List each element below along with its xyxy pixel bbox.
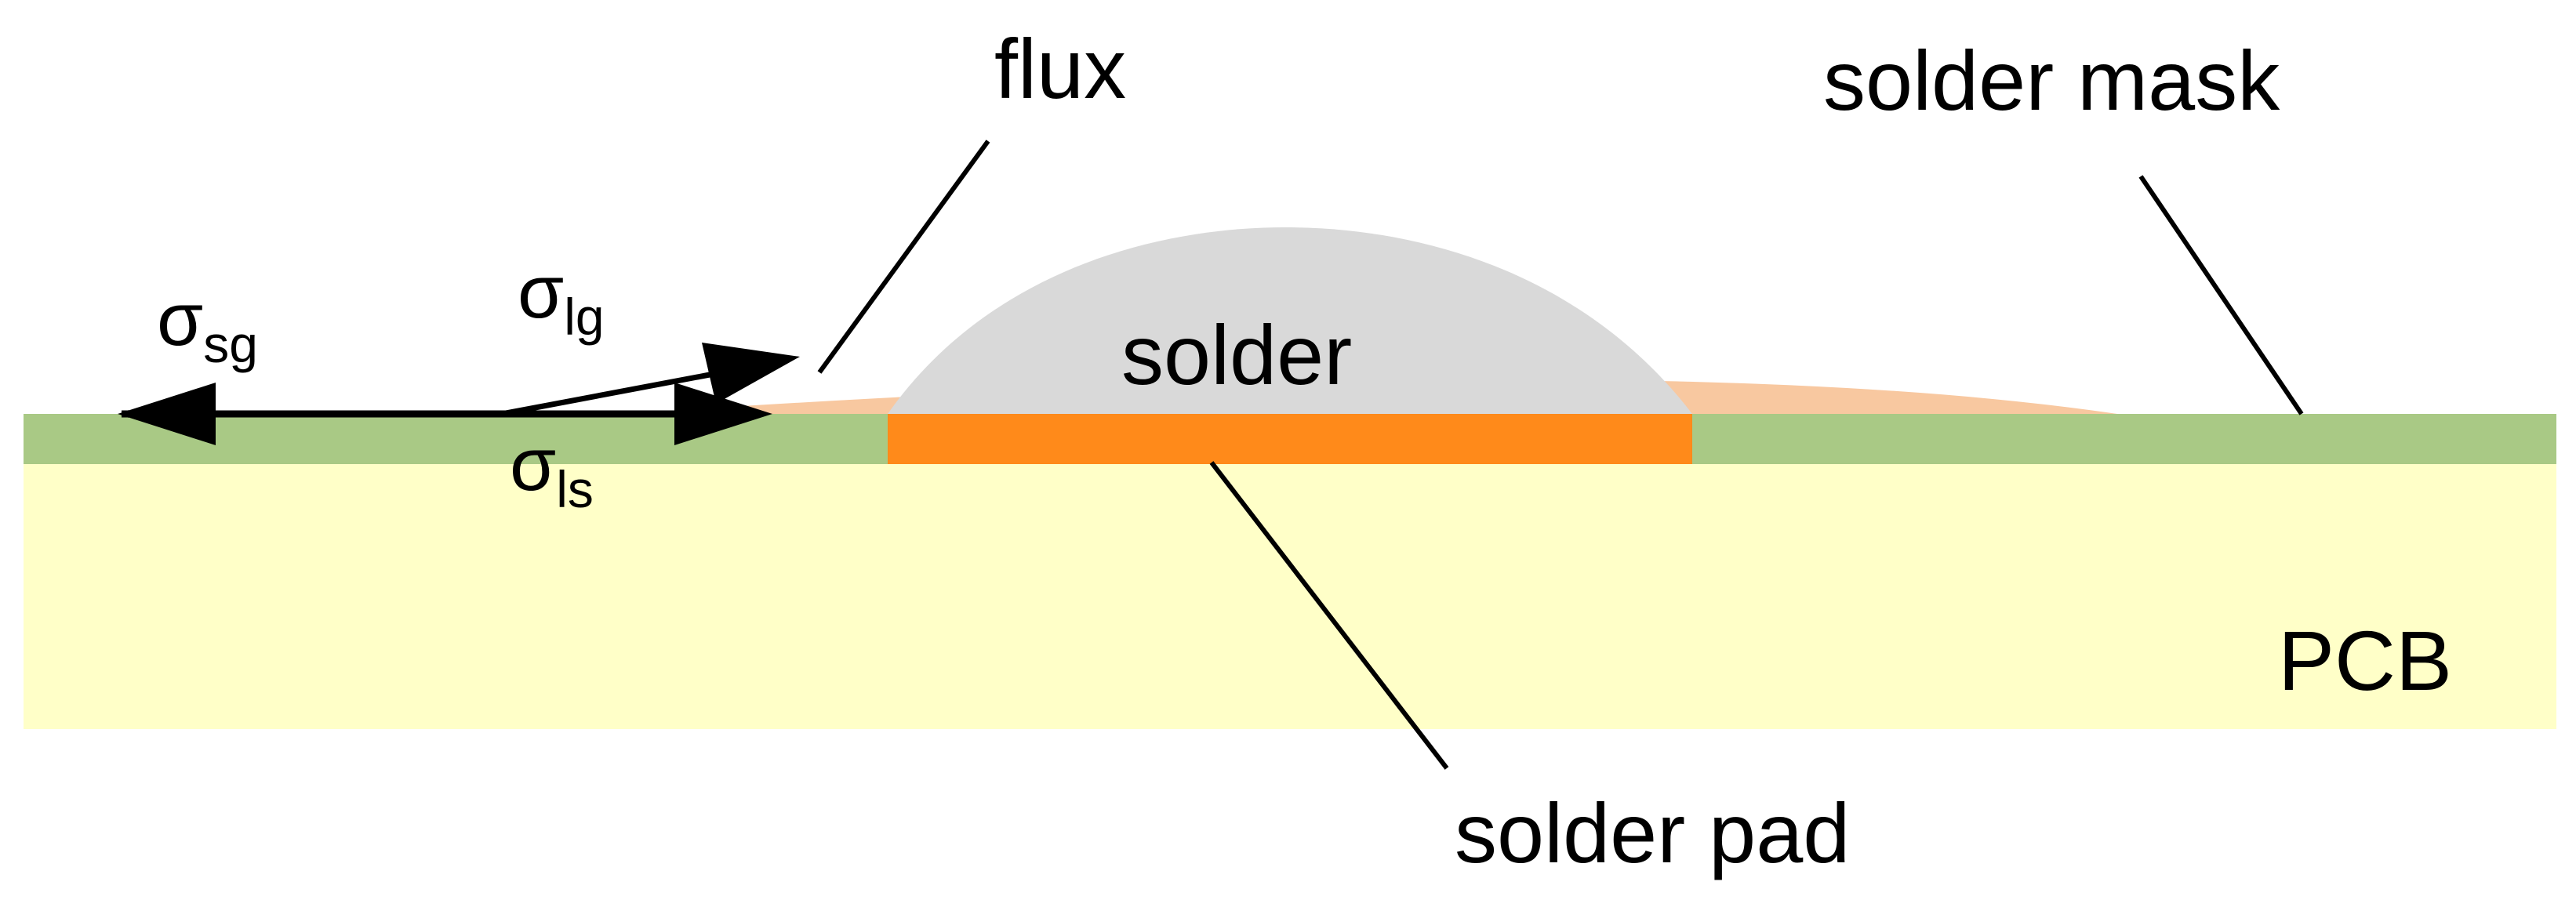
solder-dome <box>888 227 1692 414</box>
sigma-lg-label: σlg <box>518 250 605 346</box>
solder-mask-right <box>1692 414 2556 464</box>
sigma-ls-subscript: ls <box>556 460 594 518</box>
pcb-label: PCB <box>2278 613 2452 708</box>
solder-mask-leader-line <box>2138 175 2304 415</box>
solder-pad <box>888 414 1692 464</box>
sigma-sg-subscript: sg <box>203 315 258 373</box>
sigma-ls-symbol: σ <box>510 423 556 506</box>
flux-label: flux <box>994 21 1126 116</box>
sigma-ls-arrowhead <box>674 383 772 445</box>
solder-pad-leader-line <box>1209 461 1449 770</box>
sigma-lg-arrowhead <box>702 343 800 404</box>
pcb-substrate <box>24 463 2556 729</box>
solder-pad-label: solder pad <box>1455 785 1850 880</box>
sigma-sg-symbol: σ <box>157 278 203 361</box>
sigma-lg-arrow <box>501 372 710 417</box>
solder-mask-label: solder mask <box>1823 33 2280 128</box>
sigma-lg-subscript: lg <box>564 288 604 346</box>
sigma-ls-label: σls <box>510 423 594 518</box>
solder-label: solder <box>1121 307 1352 402</box>
sigma-sg-label: σsg <box>157 278 258 373</box>
sigma-sg-arrowhead <box>118 383 216 445</box>
flux-leader-line <box>817 140 990 374</box>
sigma-lg-symbol: σ <box>518 250 564 334</box>
